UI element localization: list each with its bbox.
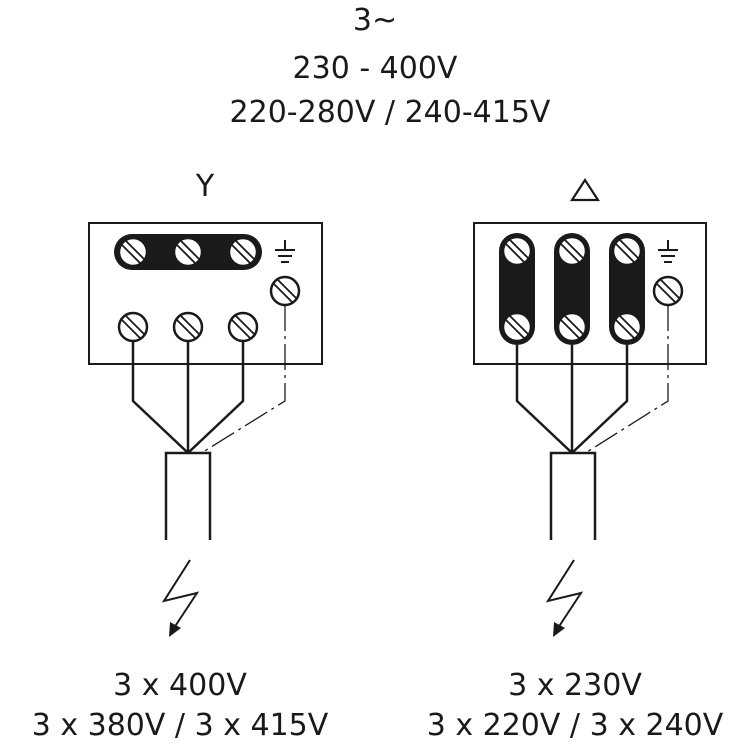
terminal-screw <box>558 313 586 341</box>
terminal-box <box>473 222 707 365</box>
ground-icon <box>274 239 296 263</box>
terminal-screw <box>174 313 202 341</box>
star-symbol: Y <box>195 169 215 204</box>
terminal-box <box>88 222 323 365</box>
phase-label: 3~ <box>353 3 397 38</box>
delta-connection: △ 3 x 230V 3 x 220V / 3 x 240V <box>427 177 724 743</box>
lightning-icon <box>545 559 584 637</box>
terminal-screw <box>174 238 202 266</box>
ground-wire <box>586 305 669 453</box>
voltage-range: 230 - 400V <box>293 51 458 86</box>
delta-supply-alt: 3 x 220V / 3 x 240V <box>427 708 724 743</box>
wires <box>515 345 629 453</box>
lightning-icon <box>161 559 200 637</box>
star-connection: Y 3 x 400V 3 x 380V / 3 x 415V <box>32 169 329 743</box>
cable <box>549 451 597 540</box>
delta-symbol <box>569 177 601 202</box>
terminal-screw <box>613 237 641 265</box>
terminal-screw <box>229 313 257 341</box>
ground-screw <box>654 277 682 305</box>
terminal-screw <box>119 313 147 341</box>
terminal-screw <box>613 313 641 341</box>
voltage-alt: 220-280V / 240-415V <box>230 95 551 130</box>
delta-supply-main: 3 x 230V <box>508 668 642 703</box>
ground-wire <box>202 305 286 453</box>
terminal-screw <box>229 238 257 266</box>
terminal-screw <box>119 238 147 266</box>
cable <box>164 451 212 540</box>
terminal-screw <box>503 313 531 341</box>
terminal-screw <box>503 237 531 265</box>
star-supply-main: 3 x 400V <box>113 668 247 703</box>
ground-screw <box>271 277 299 305</box>
ground-icon <box>657 239 679 263</box>
wires <box>131 341 245 453</box>
terminal-screw <box>558 237 586 265</box>
star-supply-alt: 3 x 380V / 3 x 415V <box>32 708 329 743</box>
